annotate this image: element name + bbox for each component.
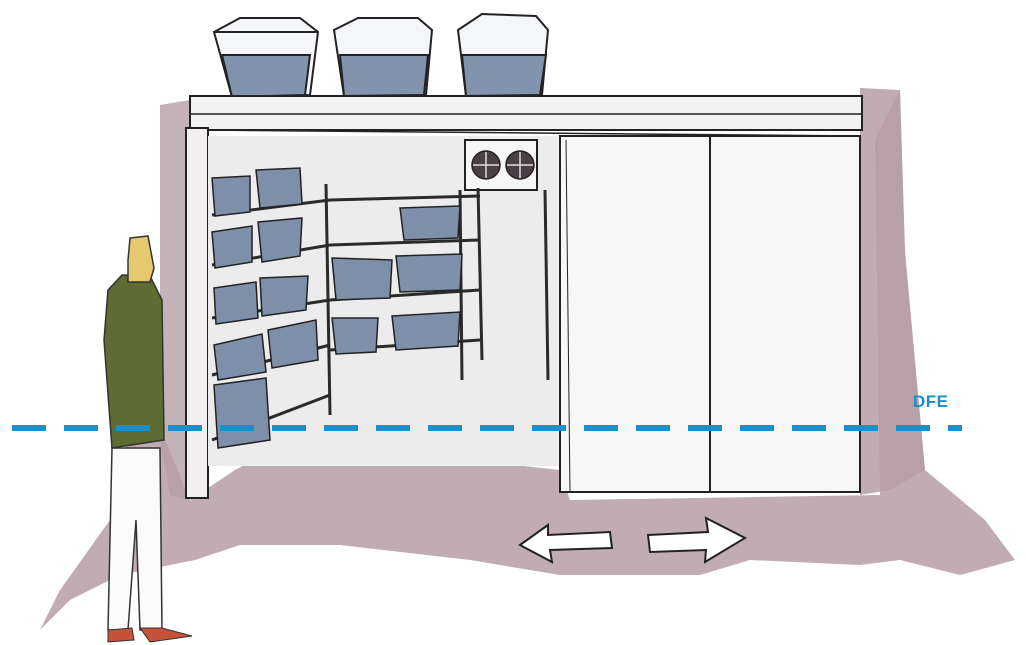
left-column bbox=[186, 128, 208, 498]
top-bins bbox=[214, 14, 548, 97]
dfe-label: DFE bbox=[913, 392, 949, 412]
sliding-doors bbox=[560, 136, 860, 492]
fan-unit bbox=[465, 140, 537, 190]
right-wall-shade bbox=[860, 88, 925, 495]
platform-top bbox=[190, 96, 862, 130]
